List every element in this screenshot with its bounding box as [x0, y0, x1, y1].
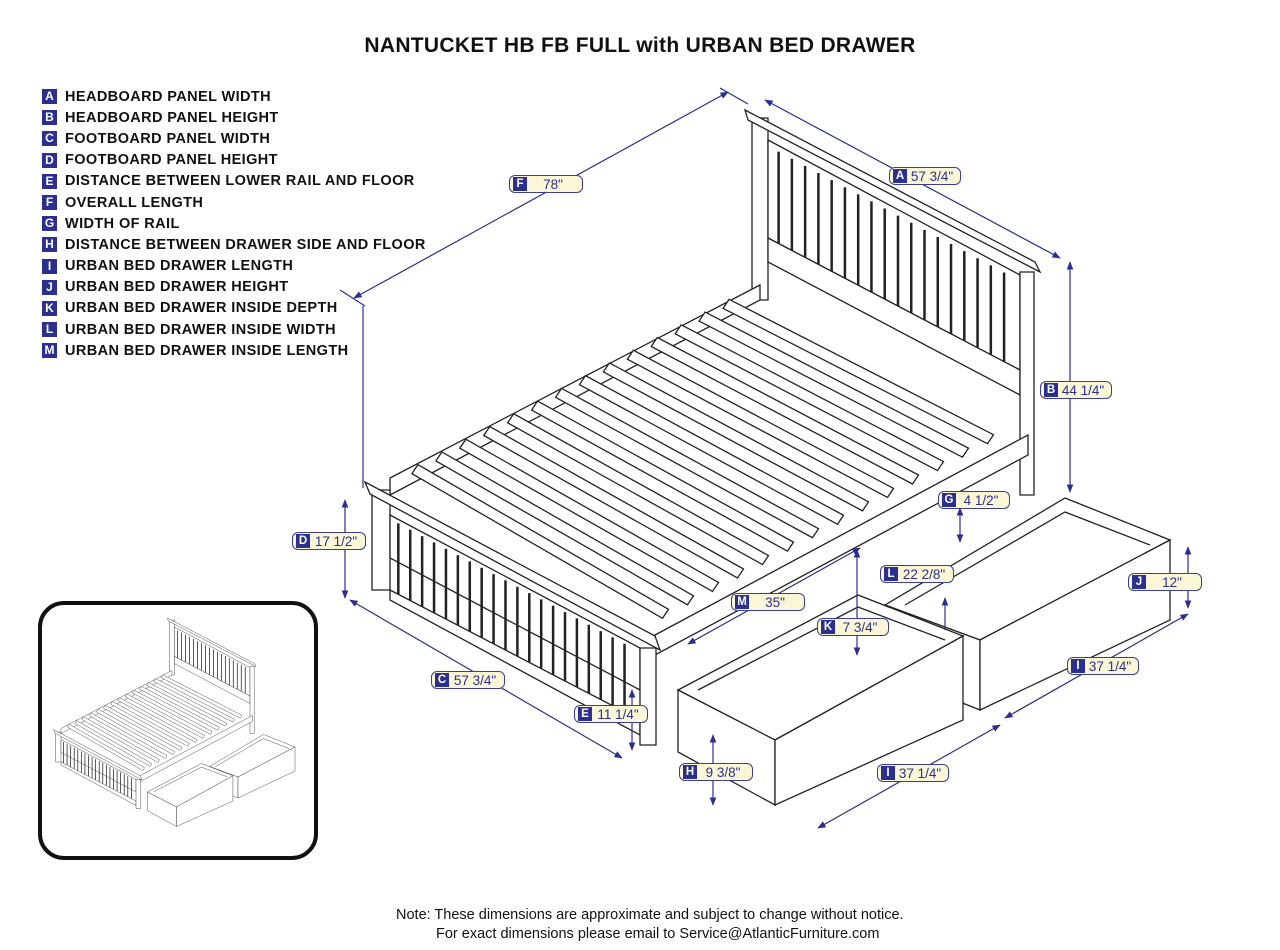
dimension-label-h: H 9 3/8"	[679, 763, 753, 781]
legend-label: URBAN BED DRAWER LENGTH	[65, 258, 294, 275]
legend-letter-badge: C	[42, 131, 57, 147]
bed-thumbnail	[53, 617, 296, 827]
diagram-title: NANTUCKET HB FB FULL with URBAN BED DRAW…	[364, 34, 916, 57]
dimension-value: 37 1/4"	[1088, 658, 1132, 674]
dimension-letter-badge: G	[942, 493, 956, 507]
legend-item: M URBAN BED DRAWER INSIDE LENGTH	[42, 340, 426, 361]
legend-item: L URBAN BED DRAWER INSIDE WIDTH	[42, 319, 426, 340]
dimension-value: 57 3/4"	[910, 168, 954, 184]
dimension-letter-badge: H	[683, 765, 697, 779]
dimension-value: 7 3/4"	[842, 619, 878, 635]
legend-label: URBAN BED DRAWER INSIDE WIDTH	[65, 321, 336, 338]
thumbnail-inset	[38, 601, 318, 860]
dimension-value: 37 1/4"	[898, 765, 942, 781]
dimension-label-g: G 4 1/2"	[938, 491, 1010, 509]
legend-letter-badge: A	[42, 89, 57, 105]
legend-letter-badge: M	[42, 343, 57, 359]
legend-item: K URBAN BED DRAWER INSIDE DEPTH	[42, 298, 426, 319]
bed-illustration	[363, 108, 1172, 807]
legend-item: B HEADBOARD PANEL HEIGHT	[42, 107, 426, 128]
dimension-letter-badge: F	[513, 177, 527, 191]
legend-letter-badge: B	[42, 110, 57, 126]
dimension-label-e: E 11 1/4"	[574, 705, 648, 723]
dimension-legend: A HEADBOARD PANEL WIDTH B HEADBOARD PANEL H…	[42, 86, 426, 361]
legend-letter-badge: L	[42, 322, 57, 338]
dimension-label-c: C 57 3/4"	[431, 671, 505, 689]
dimension-letter-badge: I	[1071, 659, 1085, 673]
legend-item: A HEADBOARD PANEL WIDTH	[42, 86, 426, 107]
dimension-letter-badge: D	[296, 534, 310, 548]
dimension-letter-badge: B	[1044, 383, 1058, 397]
legend-item: G WIDTH OF RAIL	[42, 213, 426, 234]
note-line-1: Note: These dimensions are approximate a…	[396, 907, 904, 923]
dimension-label-j: J 12"	[1128, 573, 1202, 591]
dimension-letter-badge: M	[735, 595, 749, 609]
legend-label: FOOTBOARD PANEL HEIGHT	[65, 152, 278, 169]
legend-letter-badge: H	[42, 237, 57, 253]
dimension-value: 17 1/2"	[314, 533, 358, 549]
legend-label: HEADBOARD PANEL WIDTH	[65, 88, 272, 105]
legend-label: URBAN BED DRAWER INSIDE DEPTH	[65, 300, 338, 317]
legend-label: URBAN BED DRAWER INSIDE LENGTH	[65, 342, 349, 359]
dimension-value: 44 1/4"	[1061, 382, 1105, 398]
legend-item: J URBAN BED DRAWER HEIGHT	[42, 277, 426, 298]
dimension-letter-badge: I	[881, 766, 895, 780]
legend-letter-badge: F	[42, 195, 57, 211]
dimension-label-f: F 78"	[509, 175, 583, 193]
legend-item: F OVERALL LENGTH	[42, 192, 426, 213]
dimension-value: 35"	[765, 594, 785, 610]
dimension-label-m: M 35"	[731, 593, 805, 611]
legend-item: H DISTANCE BETWEEN DRAWER SIDE AND FLOOR	[42, 234, 426, 255]
legend-item: E DISTANCE BETWEEN LOWER RAIL AND FLOOR	[42, 171, 426, 192]
legend-letter-badge: K	[42, 300, 57, 316]
dimension-value: 4 1/2"	[963, 492, 999, 508]
dimension-value: 22 2/8"	[902, 566, 946, 582]
dimension-letter-badge: A	[893, 169, 907, 183]
legend-letter-badge: I	[42, 258, 57, 274]
legend-letter-badge: D	[42, 152, 57, 168]
legend-item: C FOOTBOARD PANEL WIDTH	[42, 128, 426, 149]
legend-label: DISTANCE BETWEEN LOWER RAIL AND FLOOR	[65, 173, 415, 190]
dimension-letter-badge: C	[435, 673, 449, 687]
legend-label: DISTANCE BETWEEN DRAWER SIDE AND FLOOR	[65, 236, 426, 253]
dimension-letter-badge: L	[884, 567, 898, 581]
note-line-2: For exact dimensions please email to Ser…	[436, 926, 880, 942]
dimension-label-l: L 22 2/8"	[880, 565, 954, 583]
legend-letter-badge: G	[42, 216, 57, 232]
dimension-letter-badge: E	[578, 707, 592, 721]
dimension-value: 12"	[1162, 574, 1182, 590]
dimension-value: 57 3/4"	[453, 672, 497, 688]
legend-letter-badge: E	[42, 173, 57, 189]
dimension-value: 78"	[543, 176, 563, 192]
legend-label: OVERALL LENGTH	[65, 194, 204, 211]
footnote: Note: These dimensions are approximate a…	[396, 906, 904, 944]
dimension-label-d: D 17 1/2"	[292, 532, 366, 550]
dimension-letter-badge: K	[821, 620, 835, 634]
dimension-label-k: K 7 3/4"	[817, 618, 889, 636]
legend-label: HEADBOARD PANEL HEIGHT	[65, 109, 279, 126]
dimension-value: 9 3/8"	[705, 764, 741, 780]
legend-letter-badge: J	[42, 279, 57, 295]
legend-label: FOOTBOARD PANEL WIDTH	[65, 130, 271, 147]
legend-item: D FOOTBOARD PANEL HEIGHT	[42, 150, 426, 171]
dimension-letter-badge: J	[1132, 575, 1146, 589]
legend-label: WIDTH OF RAIL	[65, 215, 180, 232]
legend-item: I URBAN BED DRAWER LENGTH	[42, 256, 426, 277]
dimension-value: 11 1/4"	[597, 706, 639, 722]
legend-label: URBAN BED DRAWER HEIGHT	[65, 279, 289, 296]
